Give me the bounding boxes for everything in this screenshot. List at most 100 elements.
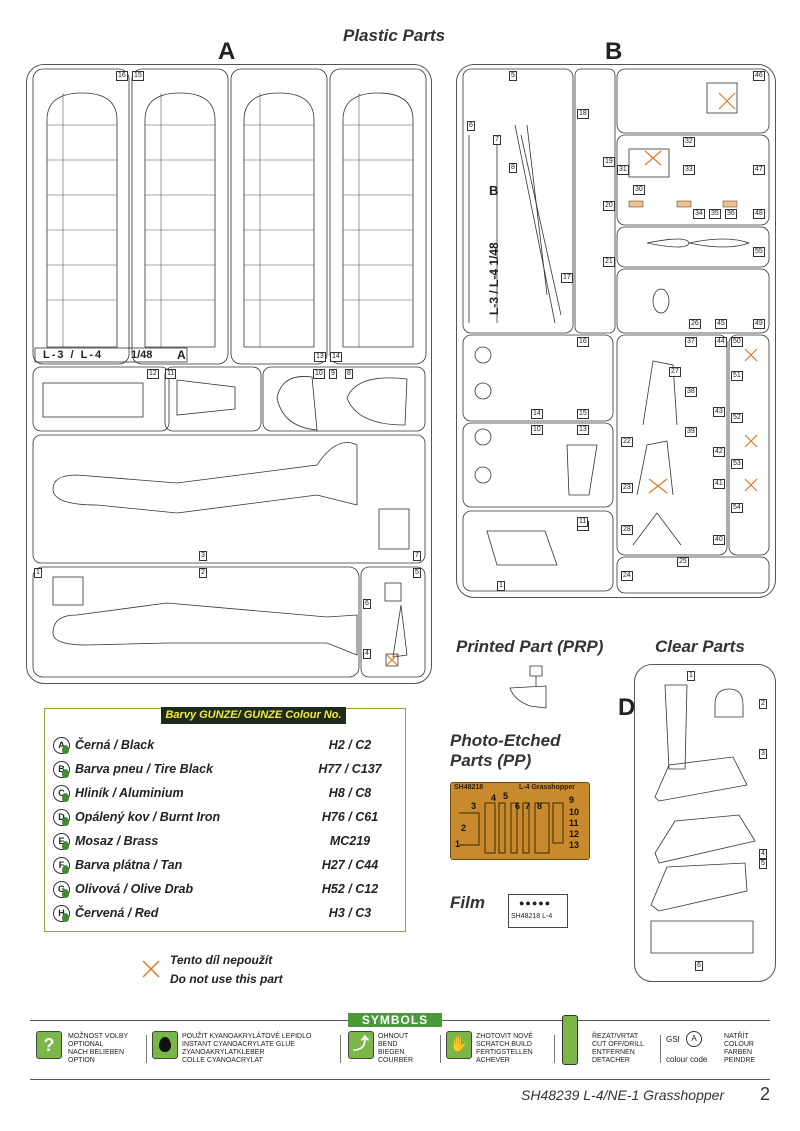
part-number: 15 <box>577 409 589 419</box>
sprue-b-frame: L-3 / L-4 1/48 B 5 6 7 8 17 18 19 20 21 … <box>456 64 776 598</box>
part-number: 24 <box>621 571 633 581</box>
film-part: ●●●●● SH48218 L-4 <box>508 894 568 928</box>
colour-row: A Černá / Black H2 / C2 <box>53 737 393 757</box>
symbols-title: SYMBOLS <box>348 1013 442 1027</box>
part-number: 9 <box>329 369 337 379</box>
part-number: 45 <box>715 319 727 329</box>
pe-number: 10 <box>569 807 580 817</box>
colour-letter: B <box>53 761 70 778</box>
part-number: 3 <box>199 551 207 561</box>
part-number: 37 <box>685 337 697 347</box>
colour-name: Barva plátna / Tan <box>75 858 183 872</box>
divider <box>440 1035 441 1063</box>
printed-part-drawing <box>509 665 547 709</box>
colour-row: D Opálený kov / Burnt Iron H76 / C61 <box>53 809 393 829</box>
part-number: 6 <box>695 961 703 971</box>
colour-row: G Olivová / Olive Drab H52 / C12 <box>53 881 393 901</box>
part-number: 16 <box>577 337 589 347</box>
colour-code: H8 / C8 <box>328 786 372 800</box>
part-number: 13 <box>314 352 326 362</box>
pe-fret: SH48218 L-4 Grasshopper 3 1 2 4 5 6 7 8 … <box>450 782 590 860</box>
part-number: 38 <box>685 387 697 397</box>
part-number: 17 <box>561 273 573 283</box>
paint-drop-icon <box>62 889 69 898</box>
part-number: 50 <box>731 337 743 347</box>
photo-etched-heading-2: Parts (PP) <box>450 751 532 770</box>
part-number: 26 <box>689 319 701 329</box>
cutter-icon <box>562 1015 578 1065</box>
colour-letter: H <box>53 905 70 922</box>
part-number: 30 <box>633 185 645 195</box>
part-number: 43 <box>713 407 725 417</box>
part-number: 15 <box>132 71 144 81</box>
pe-number: 11 <box>569 818 579 828</box>
printed-part-heading: Printed Part (PRP) <box>456 637 604 656</box>
colour-letter: E <box>53 833 70 850</box>
part-number: 22 <box>621 437 633 447</box>
part-number: 21 <box>603 257 615 267</box>
part-number: 48 <box>753 209 765 219</box>
colour-row: C Hliník / Aluminium H8 / C8 <box>53 785 393 805</box>
part-number: 20 <box>603 201 615 211</box>
part-number: 2 <box>759 699 767 709</box>
colour-letter: D <box>53 809 70 826</box>
paint-drop-icon <box>62 841 69 850</box>
part-number: 34 <box>693 209 705 219</box>
colour-name: Barva pneu / Tire Black <box>75 762 214 776</box>
part-number: 8 <box>509 163 517 173</box>
part-number: 4 <box>363 649 371 659</box>
part-number: 49 <box>753 319 765 329</box>
part-number: 41 <box>713 479 725 489</box>
colour-name: Opálený kov / Burnt Iron <box>75 810 221 824</box>
colour-code-label: colour code <box>666 1055 708 1064</box>
pe-number: 12 <box>569 829 580 839</box>
sprue-b-letter-small: B <box>489 183 499 198</box>
paint-drop-icon <box>62 817 69 826</box>
part-number: 5 <box>759 859 767 869</box>
colour-letter: C <box>53 785 70 802</box>
sprue-a-scale: 1/48 <box>131 349 153 361</box>
part-number: 11 <box>165 369 177 379</box>
part-number: 23 <box>621 483 633 493</box>
part-number: 51 <box>731 371 743 381</box>
part-number: 36 <box>725 209 737 219</box>
clear-sprue-frame: 1 2 3 4 5 6 <box>634 664 776 982</box>
part-number: 14 <box>531 409 543 419</box>
pe-number: 9 <box>569 795 575 805</box>
part-number: 53 <box>731 459 743 469</box>
colour-row: H Červená / Red H3 / C3 <box>53 905 393 925</box>
colour-code: H52 / C12 <box>321 882 379 896</box>
part-number: 33 <box>683 165 695 175</box>
part-number: 6 <box>467 121 475 131</box>
part-number: 46 <box>753 71 765 81</box>
pe-number: 4 <box>491 793 497 803</box>
part-number: 35 <box>709 209 721 219</box>
sprue-b-drawing <box>462 68 770 594</box>
colour-table-title: Barvy GUNZE/ GUNZE Colour No. <box>161 707 346 724</box>
part-number: 11 <box>577 517 589 527</box>
colour-name: Hliník / Aluminium <box>75 786 184 800</box>
pe-number: 7 <box>525 801 531 811</box>
paint-drop-icon <box>62 793 69 802</box>
part-number: 19 <box>603 157 615 167</box>
hand-icon: ✋ <box>446 1031 472 1059</box>
photo-etched-heading: Photo-Etched <box>450 731 561 750</box>
part-number: 1 <box>687 671 695 681</box>
colour-name: Mosaz / Brass <box>75 834 159 848</box>
part-number: 10 <box>531 425 543 435</box>
part-number: 14 <box>330 352 342 362</box>
part-number: 7 <box>493 135 501 145</box>
colour-code: H27 / C44 <box>321 858 379 872</box>
part-number: 55 <box>753 247 765 257</box>
part-number: 4 <box>759 849 767 859</box>
divider <box>554 1035 555 1063</box>
do-not-use-cz: Tento díl nepoužít <box>170 953 273 967</box>
part-number: 5 <box>509 71 517 81</box>
part-number: 2 <box>199 568 207 578</box>
part-number: 1 <box>34 568 42 578</box>
film-dots: ●●●●● <box>519 898 552 908</box>
colour-code: H2 / C2 <box>328 738 372 752</box>
